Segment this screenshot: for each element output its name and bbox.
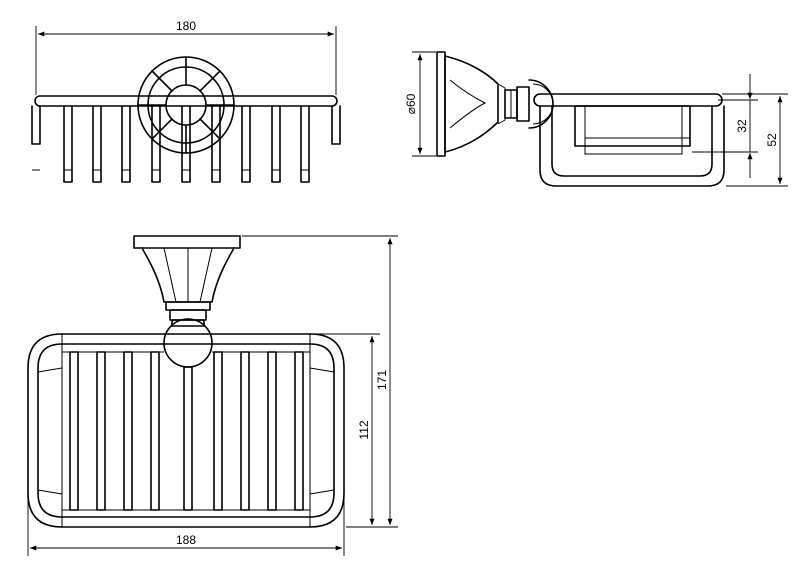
dimension-height-total: 171: [242, 235, 398, 528]
connector-knob: [504, 79, 554, 129]
dimension-depth-outer: 52: [722, 93, 788, 187]
dimension-label-52: 52: [765, 133, 779, 147]
front-basket-frame: [27, 333, 345, 528]
dimension-label-180: 180: [176, 19, 196, 33]
front-view: 171 112 188: [27, 235, 398, 556]
dimension-label-diameter: ⌀60: [404, 93, 418, 114]
dimension-label-32: 32: [735, 119, 749, 133]
dimension-label-171: 171: [375, 370, 389, 390]
dimension-bottom-width: 188: [27, 495, 345, 556]
top-rail: [34, 95, 338, 107]
basket-profile: [533, 93, 725, 187]
dimension-height-basket: 112: [312, 333, 380, 525]
dimension-top-width: 180: [35, 19, 337, 95]
dimension-label-112: 112: [357, 420, 371, 439]
side-view: ⌀60 32 52: [404, 51, 788, 187]
top-view: 180: [31, 19, 341, 183]
dimension-depth-inner: 32: [692, 74, 758, 178]
dimension-diameter: ⌀60: [404, 51, 436, 157]
front-bracket: [133, 235, 241, 368]
front-basket-slats: [69, 351, 304, 511]
wall-rosette: [137, 56, 235, 154]
basket-prongs: [31, 105, 341, 183]
wall-flange: [436, 51, 506, 157]
dimension-label-188: 188: [176, 533, 196, 547]
